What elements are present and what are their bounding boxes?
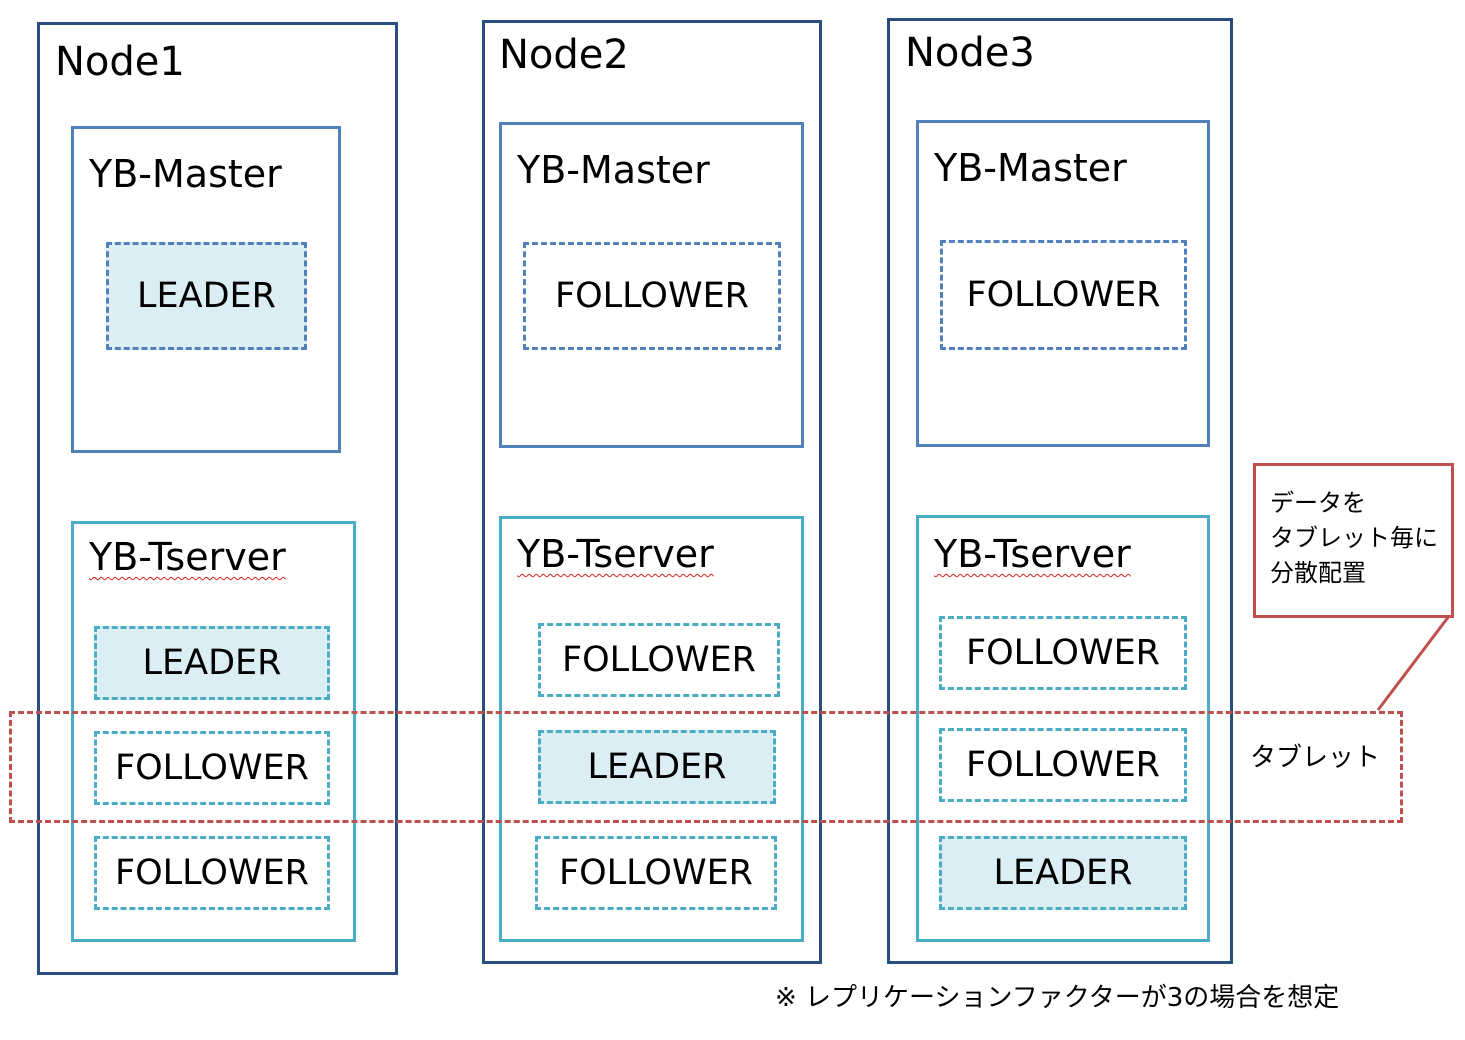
node3-master-box xyxy=(916,120,1210,447)
node2-tablet-2: LEADER xyxy=(538,730,776,804)
node3-tablet-3: LEADER xyxy=(939,836,1187,910)
tablet-label: タブレット xyxy=(1250,743,1381,773)
node3-master-role: FOLLOWER xyxy=(940,240,1187,350)
distribution-callout: データを タブレット毎に 分散配置 xyxy=(1253,463,1454,618)
node1-master-title: YB-Master xyxy=(89,152,282,196)
node1-tablet-2: FOLLOWER xyxy=(94,731,330,805)
node2-tserver-box xyxy=(499,516,804,942)
callout-line-2: タブレット毎に xyxy=(1270,524,1438,552)
node1-tablet-3: FOLLOWER xyxy=(94,836,330,910)
node2-tablet-3: FOLLOWER xyxy=(535,836,777,910)
node3-title: Node3 xyxy=(905,30,1035,76)
node1-title: Node1 xyxy=(55,39,185,85)
node2-master-box xyxy=(499,122,804,448)
node1-tablet-1: LEADER xyxy=(94,626,330,700)
node3-master-title: YB-Master xyxy=(934,146,1127,190)
callout-line-3: 分散配置 xyxy=(1270,559,1366,587)
node3-tablet-2: FOLLOWER xyxy=(939,728,1187,802)
callout-pointer xyxy=(1376,615,1451,711)
node2-master-title: YB-Master xyxy=(517,148,710,192)
node2-tablet-1: FOLLOWER xyxy=(538,623,780,697)
node3-tserver-title: YB-Tserver xyxy=(934,532,1131,576)
footnote: ※ レプリケーションファクターが3の場合を想定 xyxy=(775,983,1340,1013)
node2-tserver-title: YB-Tserver xyxy=(517,532,714,576)
callout-line-1: データを xyxy=(1270,489,1366,517)
node2-title: Node2 xyxy=(499,32,629,78)
node2-master-role: FOLLOWER xyxy=(523,242,781,350)
node1-master-role: LEADER xyxy=(106,242,307,350)
node1-tserver-title: YB-Tserver xyxy=(89,535,286,579)
tablet-highlight-band xyxy=(9,711,1403,823)
node3-tablet-1: FOLLOWER xyxy=(939,616,1187,690)
